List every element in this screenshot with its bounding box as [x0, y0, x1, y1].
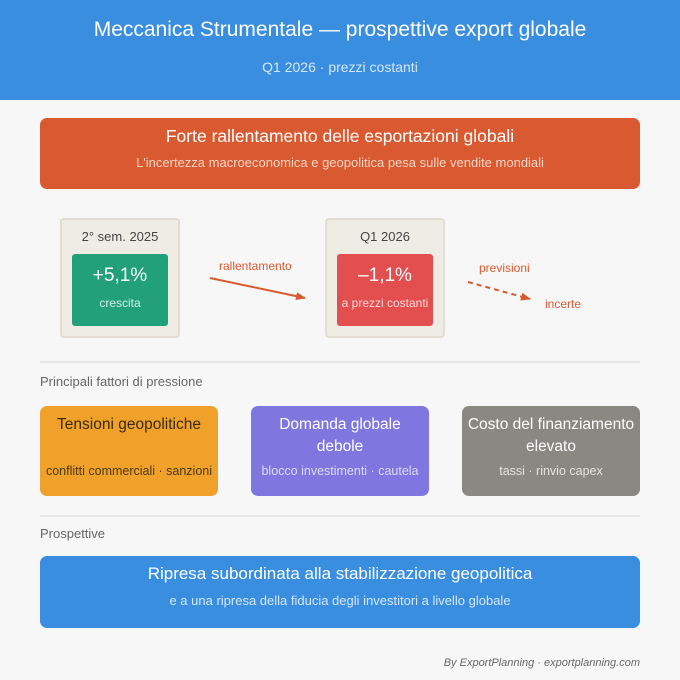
- outlook-label-uncertain: incerte: [545, 297, 582, 311]
- outlook-heading: Prospettive: [40, 526, 106, 541]
- alert-banner: Forte rallentamento delle esportazioni g…: [40, 118, 640, 189]
- decline-value-box: –1,1% a prezzi costanti: [337, 254, 433, 326]
- factor-title: Costo del finanziamento elevato: [467, 416, 635, 455]
- factor-subtitle: conflitti commerciali · sanzioni: [45, 464, 213, 478]
- transition-label: rallentamento: [219, 259, 292, 273]
- alert-title: Forte rallentamento delle esportazioni g…: [165, 126, 515, 146]
- outlook-subtitle: e a una ripresa della fiducia degli inve…: [169, 593, 511, 608]
- factors-heading: Principali fattori di pressione: [40, 374, 203, 389]
- period-label: Q1 2026: [360, 229, 410, 244]
- outlook-dashed-arrow: [467, 281, 531, 301]
- period-note: crescita: [99, 296, 141, 310]
- period-value: +5,1%: [92, 265, 148, 286]
- period-note: a prezzi costanti: [341, 296, 429, 310]
- source-credit: By ExportPlanning · exportplanning.com: [443, 657, 640, 669]
- alert-subtitle: L'incertezza macroeconomica e geopolitic…: [136, 155, 544, 170]
- outlook-label-forecasts: previsioni: [479, 261, 530, 275]
- period-value: –1,1%: [358, 265, 412, 286]
- period-card-q1-2026: Q1 2026 –1,1% a prezzi costanti: [325, 218, 445, 338]
- factor-card-geopolitics: Tensioni geopolitiche conflitti commerci…: [40, 406, 218, 496]
- outlook-title: Ripresa subordinata alla stabilizzazione…: [147, 564, 533, 583]
- factor-card-demand: Domanda globale debole blocco investimen…: [251, 406, 429, 496]
- factor-title: Tensioni geopolitiche: [57, 416, 201, 433]
- factor-title: Domanda globale debole: [279, 416, 401, 455]
- factor-subtitle: blocco investimenti · cautela: [261, 464, 419, 478]
- period-card-h2-2025: 2° sem. 2025 +5,1% crescita: [60, 218, 180, 338]
- factor-subtitle: tassi · rinvio capex: [499, 464, 603, 478]
- outlook-banner: Ripresa subordinata alla stabilizzazione…: [40, 556, 640, 628]
- header-bar: Meccanica Strumentale — prospettive expo…: [0, 0, 680, 100]
- page-subtitle: Q1 2026 · prezzi costanti: [262, 59, 418, 75]
- growth-value-box: +5,1% crescita: [72, 254, 168, 326]
- slowdown-arrow: [209, 277, 306, 301]
- section-divider: [40, 515, 640, 517]
- period-label: 2° sem. 2025: [81, 229, 159, 244]
- factor-card-financing: Costo del finanziamento elevato tassi · …: [462, 406, 640, 496]
- page-title: Meccanica Strumentale — prospettive expo…: [93, 18, 587, 41]
- section-divider: [40, 361, 640, 363]
